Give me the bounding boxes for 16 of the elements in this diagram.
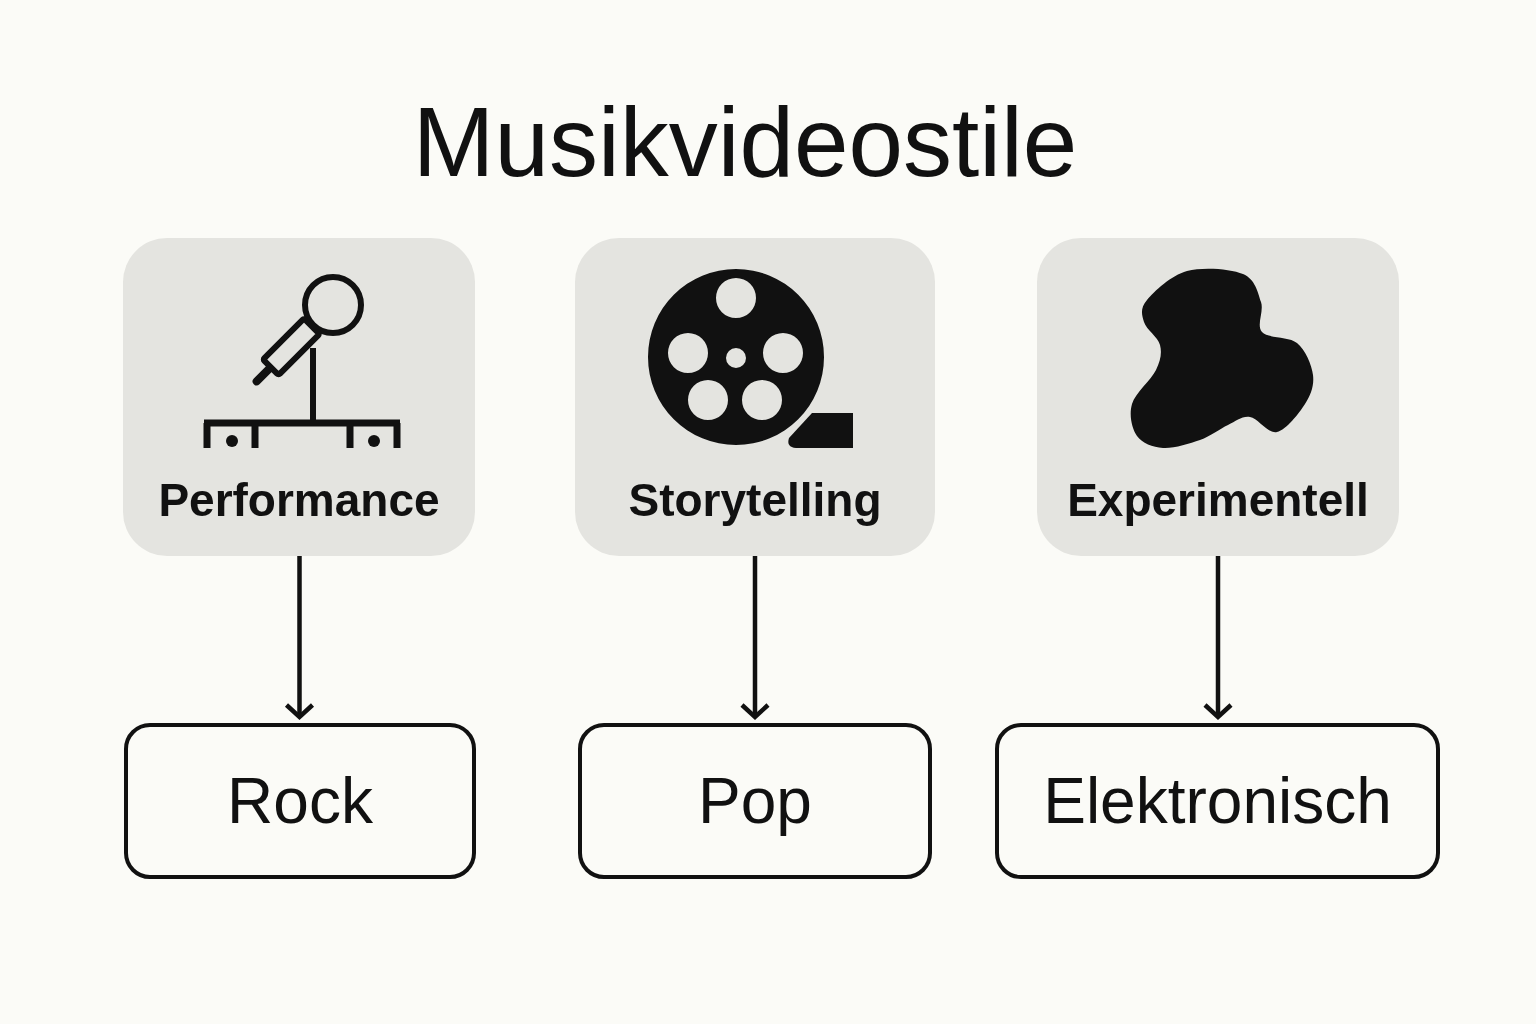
genre-box xyxy=(124,723,476,879)
genre-box xyxy=(578,723,932,879)
category-label: Performance xyxy=(158,473,440,528)
arrow xyxy=(1202,556,1234,720)
category-label: Storytelling xyxy=(628,473,882,528)
category-card xyxy=(123,238,475,556)
category-card xyxy=(575,238,935,556)
genre-label: Elektronisch xyxy=(1043,765,1392,837)
title: Musikvideostile xyxy=(412,86,1078,198)
category-label: Experimentell xyxy=(1067,473,1369,528)
arrow xyxy=(739,556,771,720)
category-card xyxy=(1037,238,1399,556)
arrow xyxy=(284,556,315,720)
genre-label: Pop xyxy=(698,765,812,837)
genre-label: Rock xyxy=(227,765,373,837)
genre-box xyxy=(995,723,1440,879)
